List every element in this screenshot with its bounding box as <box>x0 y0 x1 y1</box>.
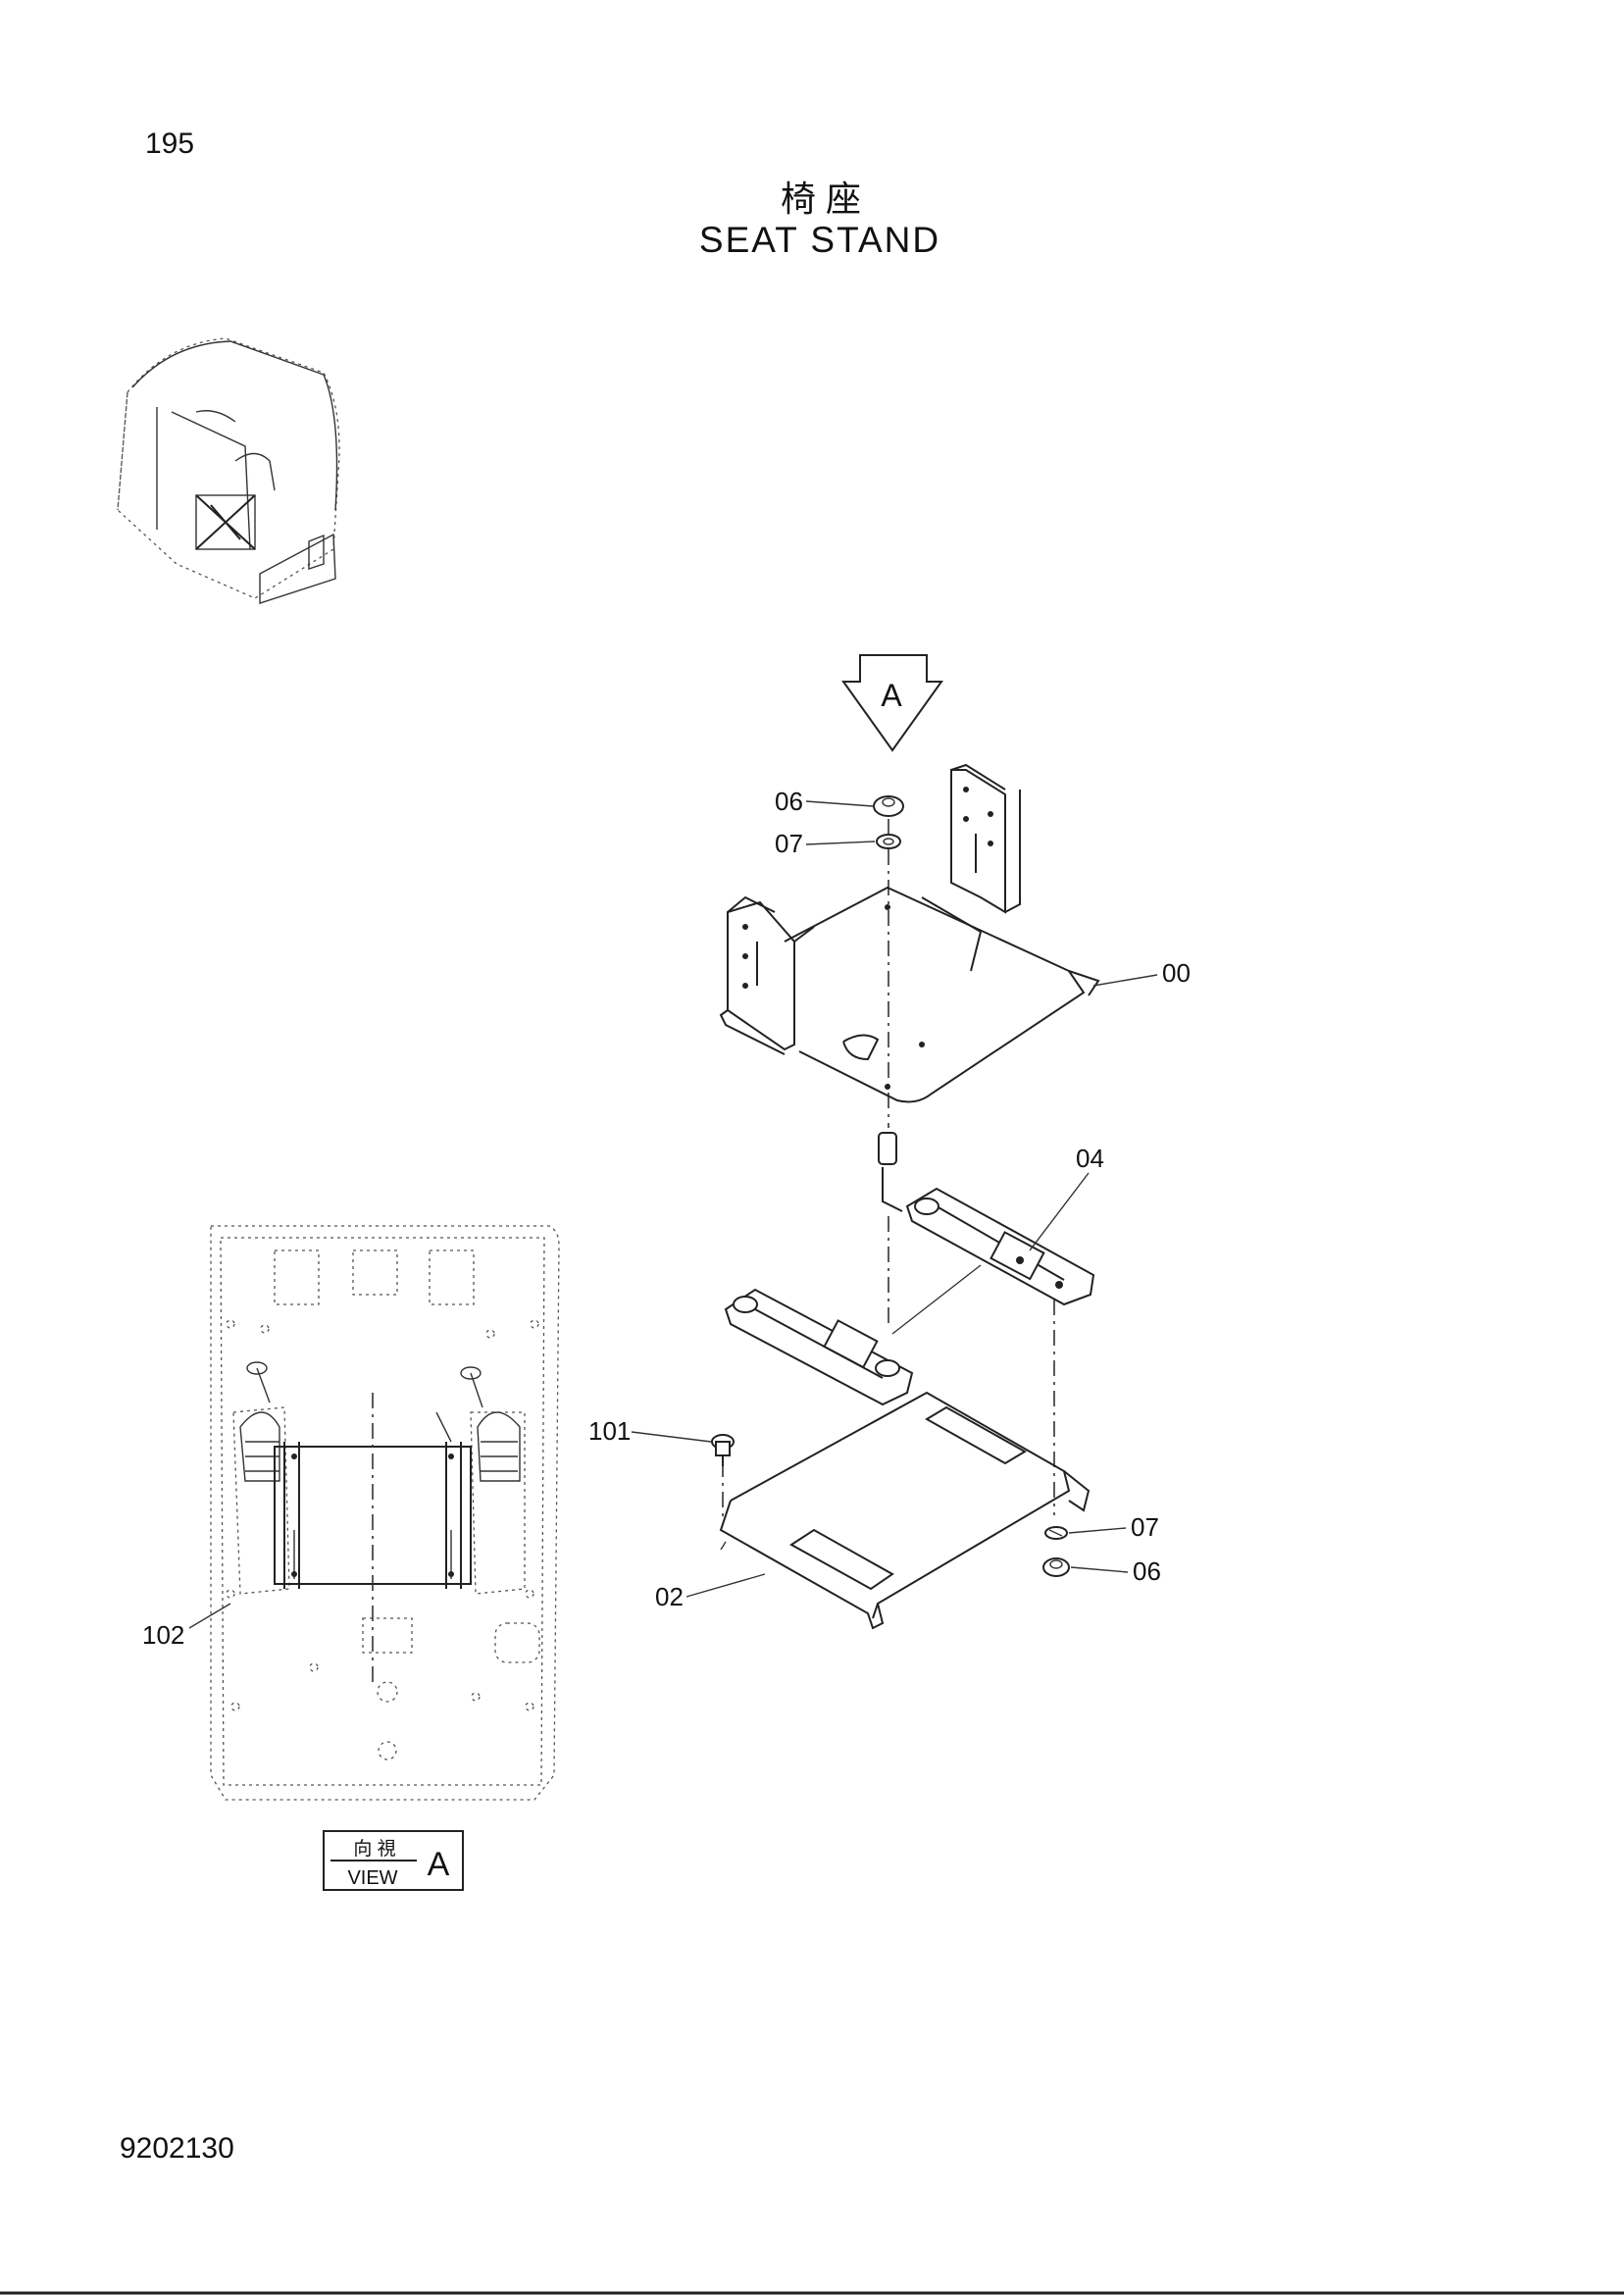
seat-stand-bracket <box>719 763 1100 1103</box>
callout-00: 00 <box>1162 958 1191 988</box>
view-a-arrow: A <box>841 654 943 752</box>
view-a-label: 向 視 VIEW A <box>323 1830 464 1891</box>
page-title-japanese: 椅座 <box>780 179 871 220</box>
bolt-101 <box>711 1434 735 1466</box>
nut-06-bottom <box>1042 1526 1070 1577</box>
callout-04: 04 <box>1076 1144 1104 1173</box>
document-code: 9202130 <box>120 2132 234 2165</box>
callouts: 06 07 00 04 101 07 06 02 102 <box>142 787 1191 1650</box>
view-label-text: VIEW <box>347 1867 397 1889</box>
page-title: SEAT STAND <box>698 220 941 260</box>
view-a-floor-plan <box>210 1225 560 1801</box>
view-label-japanese: 向 視 <box>353 1838 395 1860</box>
callout-101: 101 <box>588 1416 631 1446</box>
base-plate <box>719 1391 1091 1630</box>
callout-07-bottom: 07 <box>1131 1512 1159 1542</box>
nut-06-top <box>873 795 904 849</box>
page-number: 195 <box>145 128 195 160</box>
callout-06-bottom: 06 <box>1133 1556 1161 1586</box>
cab-location-thumbnail <box>117 337 340 604</box>
view-a-letter: A <box>881 678 902 713</box>
callout-102: 102 <box>142 1620 184 1650</box>
seat-slide-rails <box>724 1132 1095 1406</box>
view-label-letter: A <box>428 1846 450 1883</box>
callout-07-top: 07 <box>775 829 803 858</box>
callout-02: 02 <box>655 1582 684 1611</box>
callout-06-top: 06 <box>775 787 803 816</box>
